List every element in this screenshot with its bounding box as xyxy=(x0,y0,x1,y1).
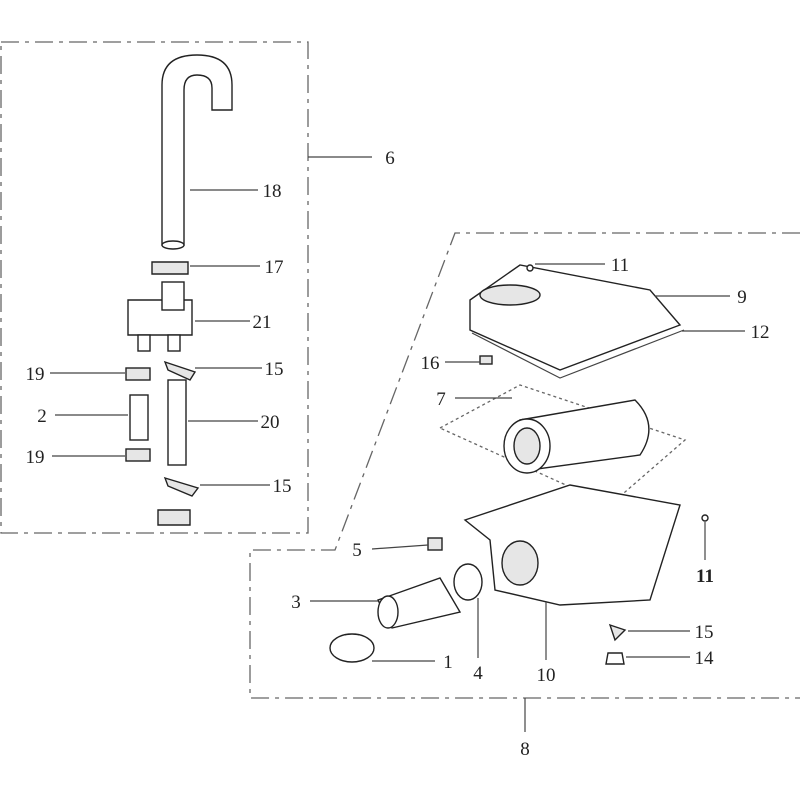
group-6-boundary xyxy=(0,41,309,534)
airbox-10 xyxy=(463,484,681,606)
callout-19-top: 19 xyxy=(26,364,45,385)
hose-end xyxy=(161,240,185,250)
filter-bore xyxy=(513,427,541,465)
drain-plug xyxy=(157,509,191,526)
callout-15-right: 15 xyxy=(695,622,714,643)
screw-11-right xyxy=(701,514,709,522)
callout-7: 7 xyxy=(436,389,446,410)
separator-neck xyxy=(161,281,185,311)
callout-15-top: 15 xyxy=(265,359,284,380)
callout-14: 14 xyxy=(695,648,715,669)
callout-6: 6 xyxy=(385,148,395,169)
callout-16: 16 xyxy=(421,353,440,374)
callout-19-bottom: 19 xyxy=(26,447,45,468)
callout-2: 2 xyxy=(37,406,47,427)
callout-5: 5 xyxy=(352,540,362,561)
callout-1: 1 xyxy=(443,652,453,673)
callout-9: 9 xyxy=(737,287,747,308)
clamp-19-bottom xyxy=(125,448,151,462)
filter-box-outline xyxy=(438,384,687,506)
callout-10: 10 xyxy=(537,665,556,686)
hose-20 xyxy=(167,379,187,466)
callout-17: 17 xyxy=(265,257,284,278)
grommet-5 xyxy=(427,537,443,551)
ring-1 xyxy=(329,633,375,663)
callout-18: 18 xyxy=(263,181,282,202)
separator-outlet-left xyxy=(137,334,151,352)
screw-11-top xyxy=(526,264,534,272)
cover-inlet xyxy=(479,284,541,306)
clamp-17 xyxy=(151,261,189,275)
gasket-12 xyxy=(471,329,685,379)
clip-15-bottom xyxy=(163,476,200,497)
clip-15-right xyxy=(608,623,627,642)
callout-12: 12 xyxy=(751,322,770,343)
group-8-boundary xyxy=(249,232,800,699)
airbox-port xyxy=(501,540,539,586)
air-filter-7 xyxy=(519,399,650,471)
ring-4 xyxy=(453,563,483,601)
clamp-19-top xyxy=(125,367,151,381)
clip-15-top xyxy=(163,360,197,381)
airbox-cover-9 xyxy=(469,264,682,371)
duct-mouth xyxy=(377,595,399,629)
spring-16 xyxy=(479,355,493,365)
callout-11-right: 11 xyxy=(696,566,714,587)
callout-21: 21 xyxy=(253,312,272,333)
callout-3: 3 xyxy=(291,592,301,613)
hose-2 xyxy=(129,394,149,441)
callout-8: 8 xyxy=(520,739,530,760)
breather-hose-18 xyxy=(161,54,233,246)
leader-lines xyxy=(50,156,745,732)
plug-14 xyxy=(605,652,625,665)
callout-4: 4 xyxy=(473,663,483,684)
separator-outlet-right xyxy=(167,334,181,352)
callout-20: 20 xyxy=(261,412,280,433)
callout-11-top: 11 xyxy=(611,255,629,276)
callout-15-bottom: 15 xyxy=(273,476,292,497)
